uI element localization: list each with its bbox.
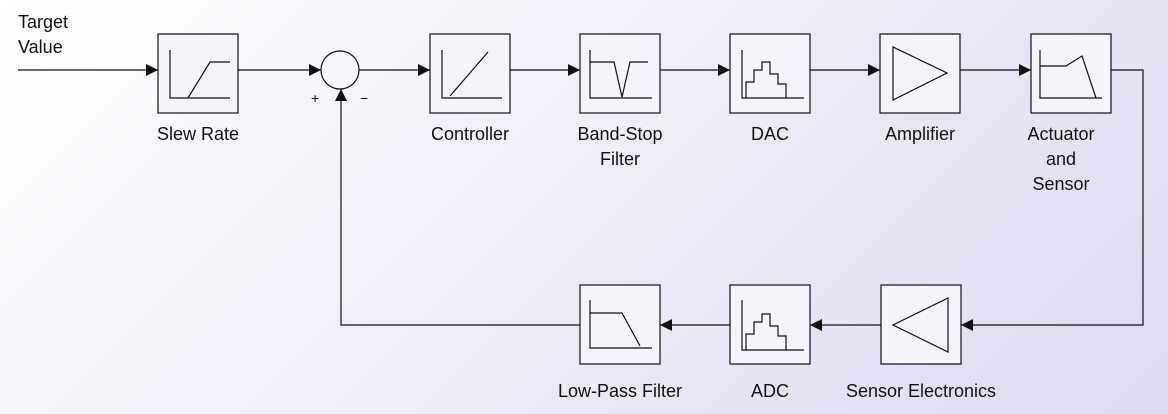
amplifier-label: Amplifier — [884, 124, 955, 144]
target-value-label: Target Value — [18, 12, 69, 57]
low-pass-filter-label: Low-Pass Filter — [557, 381, 683, 401]
actuator-block — [1030, 33, 1112, 114]
amplifier-triangle-icon — [892, 46, 949, 101]
amplifier-block — [879, 33, 961, 114]
plus-sign: + — [311, 90, 320, 106]
controller-icon — [441, 50, 502, 99]
actuator-sensor-label: Actuator and Sensor — [1027, 124, 1095, 194]
dac-label: DAC — [750, 124, 789, 144]
low-pass-icon — [589, 300, 652, 349]
low-pass-filter-block — [579, 284, 661, 365]
band-stop-icon — [589, 50, 652, 99]
band-stop-filter-label: Band-Stop Filter — [577, 124, 663, 169]
sensor-electronics-label: Sensor Electronics — [845, 381, 997, 401]
controller-label: Controller — [430, 124, 510, 144]
sensor-electronics-triangle-icon — [891, 297, 949, 353]
actuator-to-sensor-electronics-arrow — [961, 69, 1144, 331]
dac-icon — [741, 50, 804, 99]
minus-sign: − — [360, 90, 369, 106]
actuator-sensor-icon — [1039, 50, 1102, 99]
slew-rate-icon — [169, 50, 230, 99]
slew-rate-label: Slew Rate — [156, 124, 240, 144]
adc-label: ADC — [750, 381, 789, 401]
summing-junction — [320, 50, 360, 90]
feedback-arrow — [335, 89, 580, 326]
slew-rate-block — [157, 33, 239, 114]
band-stop-filter-block — [579, 33, 661, 114]
adc-icon — [741, 300, 804, 351]
